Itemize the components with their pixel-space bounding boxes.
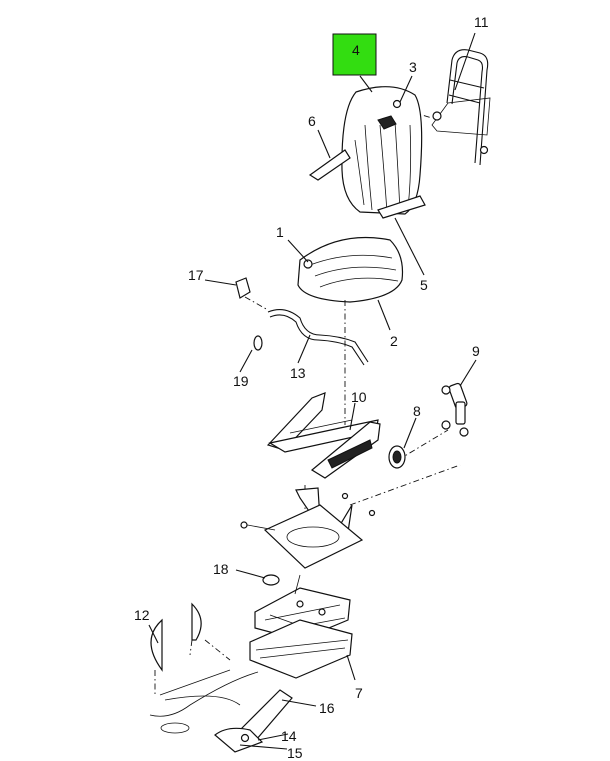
- callout-8[interactable]: 8: [413, 403, 421, 419]
- callout-19[interactable]: 19: [233, 373, 249, 389]
- part-9-shock: [441, 382, 469, 437]
- callout-9[interactable]: 9: [472, 343, 480, 359]
- part-4-seat-back: [308, 86, 426, 219]
- callout-11[interactable]: 11: [474, 14, 489, 30]
- callouts: 4 11 3 6 1 5 17 2 13 19 9 10 8 18 12 7 1…: [134, 14, 489, 761]
- callout-1[interactable]: 1: [276, 224, 284, 240]
- callout-15[interactable]: 15: [287, 745, 303, 761]
- part-19-plug: [253, 335, 263, 351]
- part-16-lever: [149, 669, 293, 741]
- part-17-knob: [235, 277, 251, 299]
- callout-2[interactable]: 2: [390, 333, 398, 349]
- callout-6[interactable]: 6: [308, 113, 316, 129]
- callout-16[interactable]: 16: [319, 700, 335, 716]
- callout-7[interactable]: 7: [355, 685, 363, 701]
- callout-10[interactable]: 10: [351, 389, 367, 405]
- callout-12[interactable]: 12: [134, 607, 150, 623]
- part-18-button: [262, 574, 280, 586]
- callout-14[interactable]: 14: [281, 728, 297, 744]
- part-7-suspension: [249, 574, 353, 679]
- callout-13[interactable]: 13: [290, 365, 306, 381]
- part-2-seat-cushion: [297, 236, 404, 303]
- part-10-slide-frame: [266, 392, 381, 479]
- leader-lines: [148, 32, 477, 750]
- part-12-cover: [150, 602, 202, 695]
- callout-5[interactable]: 5: [420, 277, 428, 293]
- mounting-plates: [240, 487, 376, 569]
- part-13-rod: [267, 309, 369, 366]
- callout-17[interactable]: 17: [188, 267, 204, 283]
- callout-4[interactable]: 4: [352, 42, 360, 58]
- callout-4-highlight[interactable]: [332, 33, 377, 76]
- part-8-wheel: [388, 445, 406, 469]
- callout-18[interactable]: 18: [213, 561, 229, 577]
- callout-3[interactable]: 3: [409, 59, 417, 75]
